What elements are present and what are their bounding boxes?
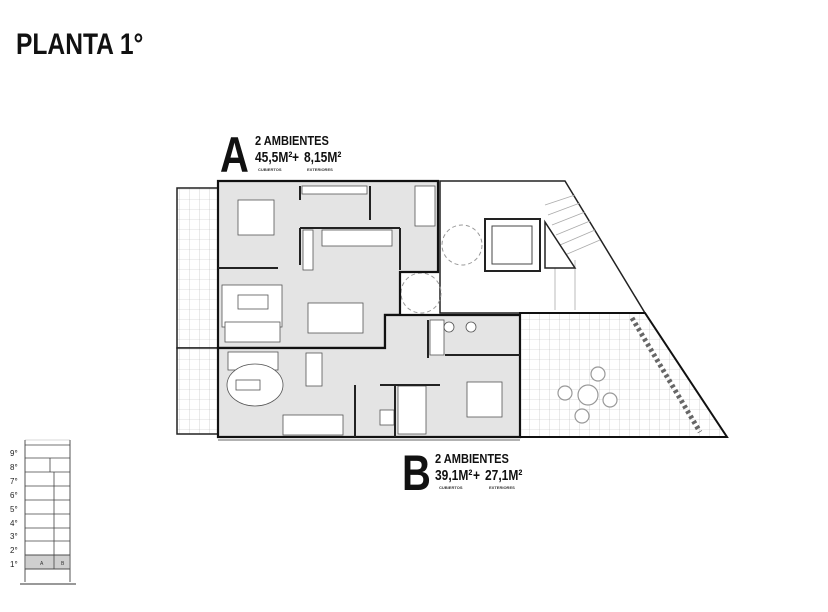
floor-label: 8°: [10, 463, 18, 472]
elevator: [484, 218, 541, 272]
floor-label: 4°: [10, 519, 18, 528]
unit-a-exteriores: 8,15M²: [304, 149, 342, 166]
page-title: PLANTA 1°: [16, 28, 144, 61]
interior-walls: [218, 186, 520, 437]
planters: [629, 316, 703, 434]
unit-b-plus: +: [473, 467, 481, 484]
elevation-unit-a: A: [40, 561, 44, 567]
unit-a-exteriores-label: EXTERIORES: [307, 167, 333, 172]
common-hall: [439, 180, 647, 314]
elevation-unit-b: B: [61, 561, 65, 567]
unit-b-exteriores-label: EXTERIORES: [489, 485, 515, 490]
terrace-b: [519, 312, 729, 438]
floor-label: 5°: [10, 505, 18, 514]
unit-b-cubiertos: 39,1M²: [435, 467, 473, 484]
unit-b-cubiertos-label: CUBIERTOS: [439, 485, 463, 490]
building-elevation: [20, 439, 76, 585]
terrace-table: [557, 366, 618, 424]
unit-a-letter: A: [220, 127, 249, 183]
floor-label: 1°: [10, 560, 18, 569]
unit-a-ambientes: 2 AMBIENTES: [255, 133, 329, 148]
floor-label: 2°: [10, 546, 18, 555]
unit-a-cubiertos: 45,5M²: [255, 149, 293, 166]
floor-label: 6°: [10, 491, 18, 500]
unit-b-ambientes: 2 AMBIENTES: [435, 451, 509, 466]
unit-b: [216, 313, 522, 439]
balcony-a: [176, 187, 219, 349]
unit-a-plus: +: [292, 149, 300, 166]
unit-a-cubiertos-label: CUBIERTOS: [258, 167, 282, 172]
floor-label: 3°: [10, 532, 18, 541]
balcony-b: [176, 347, 219, 435]
furniture: [221, 185, 503, 436]
stairs: [544, 194, 601, 310]
unit-b-exteriores: 27,1M²: [485, 467, 523, 484]
unit-b-letter: B: [402, 445, 431, 501]
floor-label: 7°: [10, 477, 18, 486]
floor-label: 9°: [10, 449, 18, 458]
